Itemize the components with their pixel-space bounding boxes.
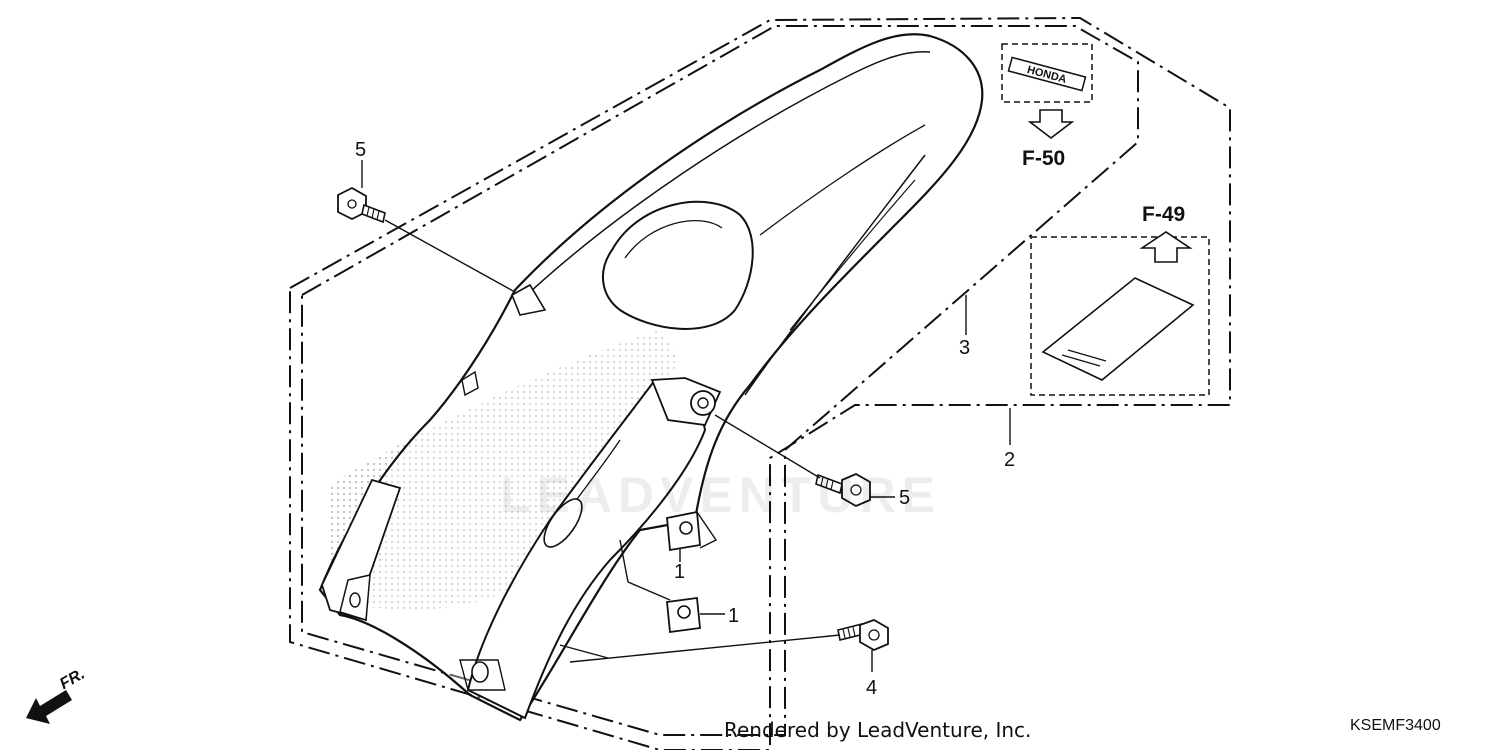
callout-3: 3 — [959, 337, 971, 359]
assembly-boundary-inner — [301, 25, 1139, 736]
rear-fender — [318, 33, 984, 722]
callout-5-right: 5 — [899, 487, 911, 509]
footer-credit: Rendered by LeadVenture, Inc. — [724, 718, 1032, 742]
callout-2: 2 — [1004, 449, 1016, 471]
watermark: LEADVENTURE — [500, 467, 942, 523]
mount-hole — [471, 661, 489, 683]
label-decal — [1041, 277, 1195, 381]
callout-1-lower: 1 — [728, 605, 740, 627]
front-direction-arrow — [26, 690, 72, 724]
leader-lines — [361, 160, 1011, 672]
arrow-up-icon — [1139, 231, 1193, 263]
arrow-down-icon — [1027, 109, 1075, 140]
clip-nut-lower — [666, 596, 701, 634]
emblem-decal: HONDA — [1007, 56, 1087, 92]
callout-4: 4 — [866, 677, 878, 699]
emblem-decal-box — [1001, 43, 1093, 103]
callout-1-upper: 1 — [674, 561, 686, 583]
fender-opening — [601, 200, 754, 330]
fender-underside-shading — [330, 330, 680, 610]
diagram-code: KSEMF3400 — [1350, 717, 1441, 734]
fender-mount-boss — [690, 390, 716, 416]
clip-nut-upper — [666, 510, 701, 552]
assembly-boundary-outer — [289, 16, 1231, 750]
callout-5-upper: 5 — [355, 139, 367, 161]
inner-mudguard — [466, 378, 707, 720]
reference-f49[interactable]: F-49 — [1142, 203, 1186, 226]
bolt-right — [815, 472, 871, 508]
bolt-upper-left — [337, 186, 386, 224]
reference-f50[interactable]: F-50 — [1022, 147, 1066, 170]
bolt-lower — [837, 619, 889, 652]
label-decal-box — [1030, 236, 1210, 396]
